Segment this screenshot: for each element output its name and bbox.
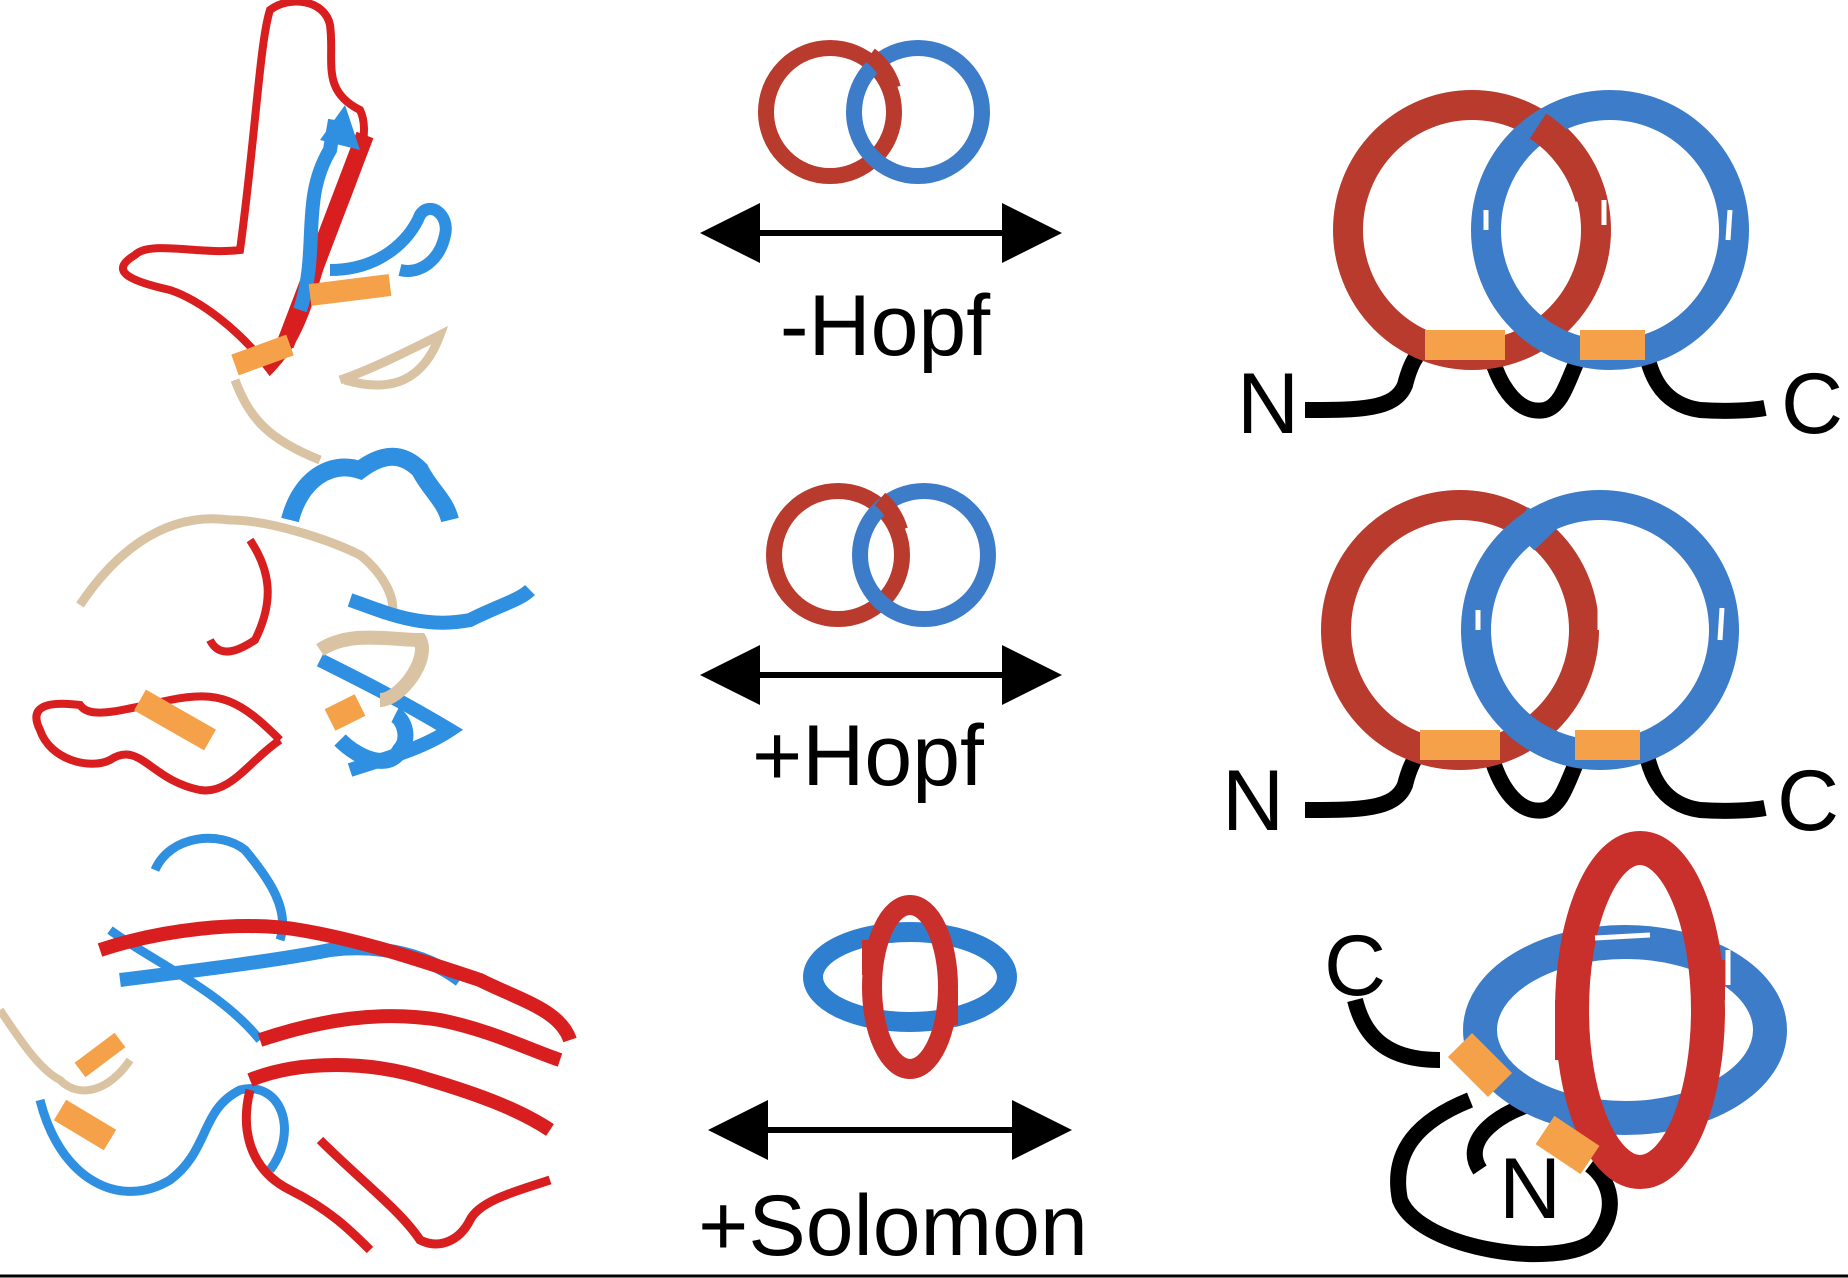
c-terminus-label-row-2: C (1777, 753, 1839, 849)
hopf-link-icon-row-2 (766, 483, 996, 627)
n-terminus-label-row-2: N (1222, 753, 1284, 849)
n-terminus-label-row-1: N (1237, 356, 1299, 452)
link-label-row-2: +Hopf (752, 708, 985, 804)
solomon-schematic (1347, 831, 1787, 1263)
hopf-schematic-row-2 (1304, 490, 1767, 819)
link-label-row-3: +Solomon (698, 1178, 1088, 1274)
hopf-schematic-row-1 (1304, 90, 1767, 419)
c-terminus-label-row-3: C (1324, 918, 1386, 1014)
solomon-link-icon (803, 895, 1017, 1079)
n-terminus-label-row-3: N (1499, 1141, 1561, 1237)
protein-structure-1 (119, 0, 452, 465)
protein-structure-2 (32, 447, 535, 795)
hopf-link-icon-row-1 (758, 40, 990, 184)
c-terminus-label-row-1: C (1781, 356, 1843, 452)
protein-structure-3 (0, 833, 577, 1254)
link-label-row-1: -Hopf (780, 278, 991, 374)
